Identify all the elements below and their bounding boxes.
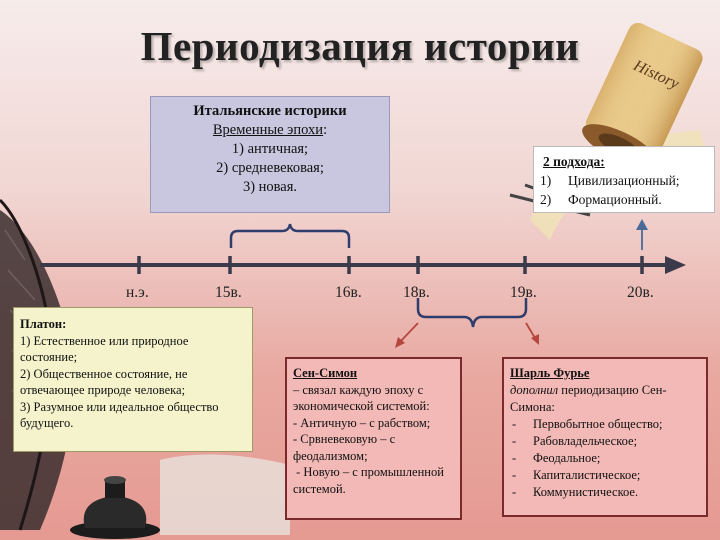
approach-number: 2): [540, 192, 552, 207]
italian-item: 3) новая.: [242, 179, 298, 195]
approaches-heading: 2 подхода:: [543, 154, 605, 169]
plato-line: 2) Общественное состояние, не отвечающее…: [20, 366, 188, 398]
fourier-item-text: Первобытное общество;: [533, 417, 663, 431]
plato-line: 1) Естественное или природное состояние;: [20, 333, 189, 365]
approaches-box: 2 подхода: 1) Цивилизационный; 2) Формацио…: [533, 146, 715, 213]
page-title: Периодизация истории: [140, 23, 580, 69]
fourier-intro-italic: дополнил: [510, 383, 559, 397]
fourier-intro: дополнил периодизацию Сен-Симона:: [510, 382, 702, 416]
arrow-to-simon: [399, 322, 419, 343]
italian-subheading-colon: :: [323, 122, 328, 138]
approach-item: 1) Цивилизационный;: [540, 171, 710, 190]
approach-number: 1): [540, 173, 552, 188]
tick-label-15: 15в.: [215, 284, 242, 301]
fourier-item: -Капиталистическое;: [512, 468, 641, 482]
approach-item: 2) Формационный.: [540, 190, 710, 209]
timeline-arrowhead: [665, 256, 686, 274]
fourier-item-text: Рабовладельческое;: [533, 434, 638, 448]
fourier-item: -Первобытное общество;: [512, 417, 663, 431]
fourier-item-text: Капиталистическое;: [533, 468, 641, 482]
tick-label-18: 18в.: [403, 284, 430, 301]
plato-heading: Платон:: [20, 317, 67, 331]
fourier-item-text: Феодальное;: [533, 451, 601, 465]
simon-line: - Новую – с промышленной системой.: [293, 465, 448, 496]
italian-item: 2) средневековая;: [216, 160, 324, 176]
plato-line: 3) Разумное или идеальное общество будущ…: [20, 399, 219, 431]
italian-heading: Итальянские историки: [193, 103, 347, 119]
tick-label-ne: н.э.: [126, 284, 149, 301]
italian-historians-box: Итальянские историки Временные эпохи: 1)…: [150, 96, 390, 213]
fourier-item: -Коммунистическое.: [512, 485, 639, 499]
fourier-heading: Шарль Фурье: [510, 366, 590, 380]
simon-line: - Античную – с рабством;: [293, 415, 431, 430]
plato-box: Платон: 1) Естественное или природное со…: [13, 307, 253, 452]
fourier-box: Шарль Фурье дополнил периодизацию Сен-Си…: [502, 357, 708, 517]
italian-subheading-line: Временные эпохи:: [151, 121, 389, 140]
saint-simon-box: Сен-Симон – связал каждую эпоху с эконом…: [285, 357, 462, 520]
paper-scroll-icon: [160, 454, 290, 535]
fourier-item-text: Коммунистическое.: [533, 485, 639, 499]
fourier-item: -Феодальное;: [512, 451, 601, 465]
simon-line: - Срвневековую – с феодализмом;: [293, 432, 396, 463]
simon-heading: Сен-Симон: [293, 366, 358, 380]
approach-text: Формационный.: [568, 192, 662, 207]
approach-text: Цивилизационный;: [568, 173, 680, 188]
brace-15-16: [229, 223, 351, 248]
inkwell-icon: [70, 476, 160, 539]
italian-item: 1) античная;: [231, 141, 309, 157]
simon-line: – связал каждую эпоху с экономической си…: [293, 382, 430, 414]
tick-label-16: 16в.: [335, 284, 362, 301]
brace-18-19: [416, 298, 528, 328]
tick-label-20: 20в.: [627, 284, 654, 301]
fourier-intro-rest: периодизацию Сен-Симона:: [510, 383, 667, 414]
arrow-to-fourier: [525, 322, 536, 339]
italian-subheading: Временные эпохи: [212, 122, 324, 138]
fourier-item: -Рабовладельческое;: [512, 434, 638, 448]
tick-label-19: 19в.: [510, 284, 537, 301]
